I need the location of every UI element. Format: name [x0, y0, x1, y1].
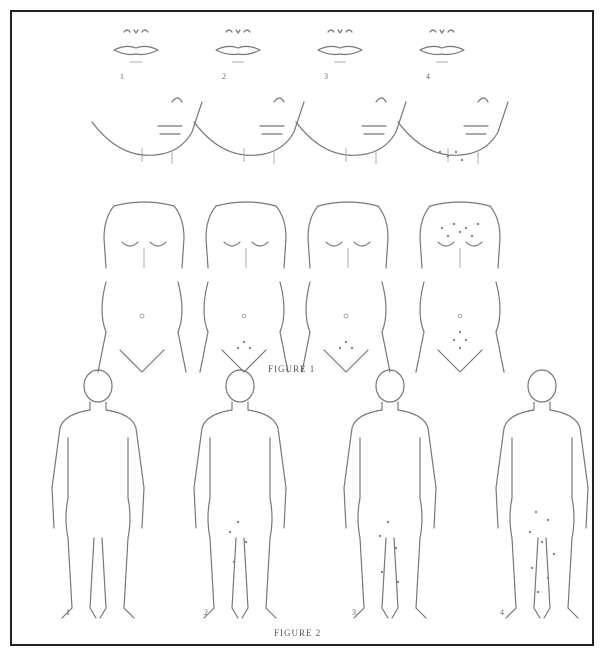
figure2-caption: FIGURE 2	[274, 628, 321, 638]
figure2-label-1: 1	[66, 608, 70, 617]
figure1-label-3: 3	[324, 72, 328, 81]
figure1-caption: FIGURE 1	[268, 364, 315, 374]
figure1-label-2: 2	[222, 72, 226, 81]
figure-page: 1 2 3 4 FIGURE 1 1 2 3 4 FIGURE 2	[10, 10, 594, 646]
figure2-label-4: 4	[500, 608, 504, 617]
figure-illustrations	[12, 12, 596, 648]
figure1-label-1: 1	[120, 72, 124, 81]
figure1-label-4: 4	[426, 72, 430, 81]
figure2-label-3: 3	[352, 608, 356, 617]
figure2-label-2: 2	[204, 608, 208, 617]
